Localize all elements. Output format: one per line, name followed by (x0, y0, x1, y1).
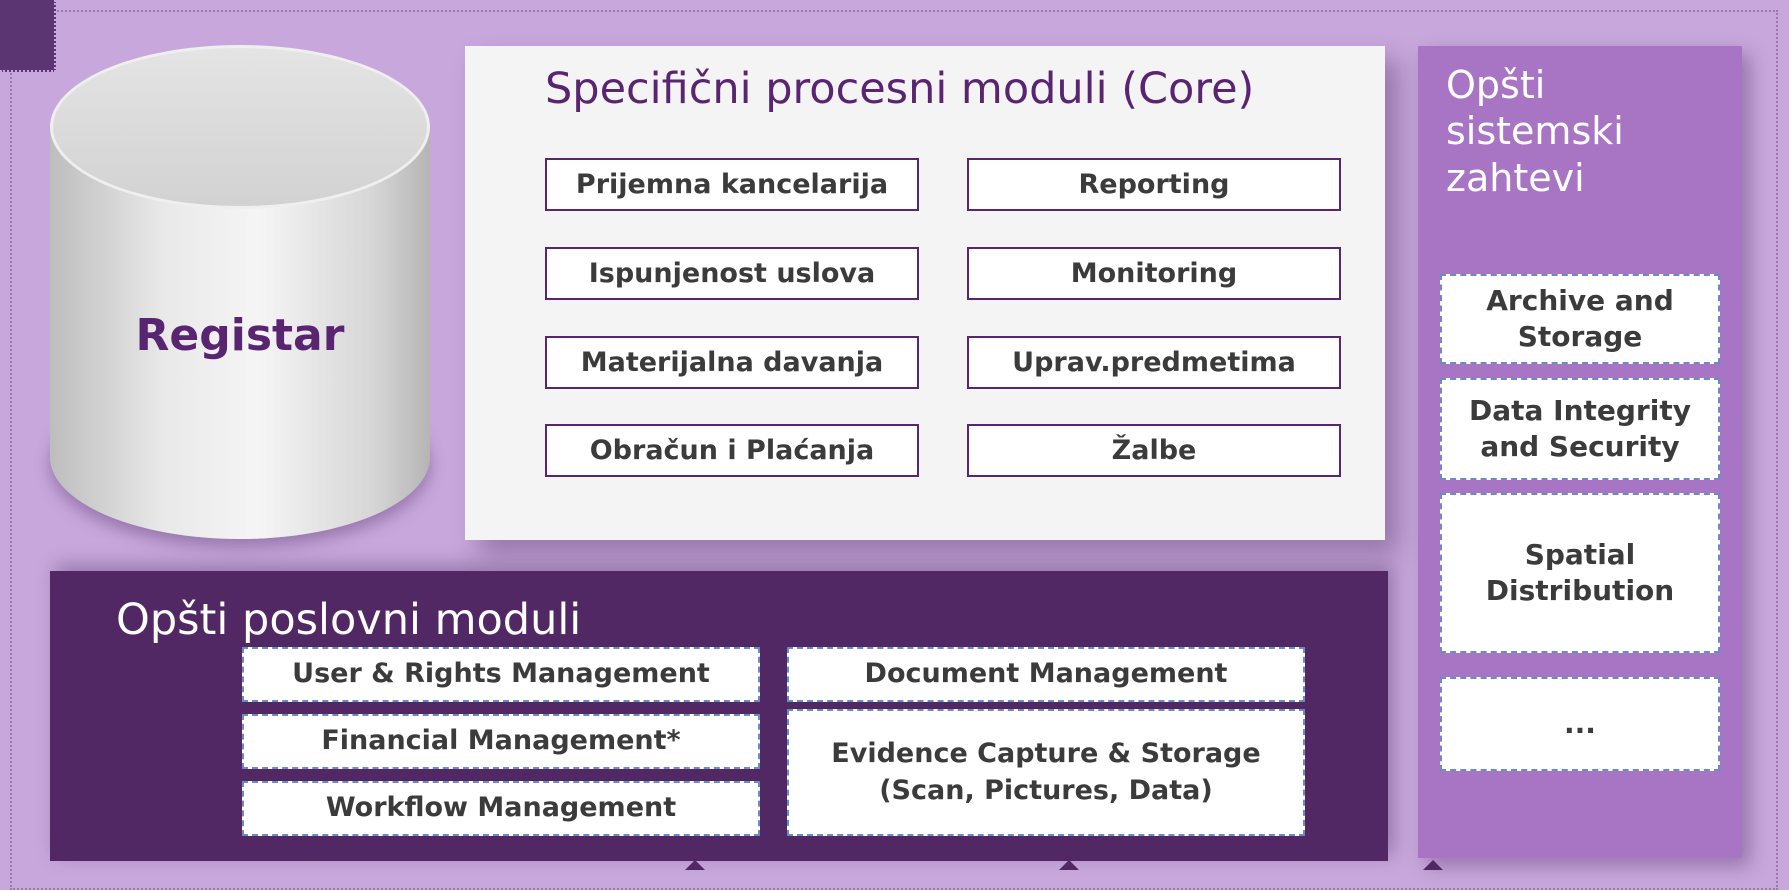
core-module: Reporting (967, 158, 1341, 211)
connector-tick (1059, 860, 1079, 870)
business-title: Opšti poslovni moduli (116, 595, 582, 645)
core-title: Specifični procesni moduli (Core) (545, 64, 1255, 114)
core-modules-panel: Specifični procesni moduli (Core) Prijem… (465, 46, 1385, 540)
business-module: Document Management (787, 647, 1305, 702)
registry-database-icon: Registar (50, 45, 430, 545)
corner-marker (0, 0, 56, 72)
system-module: ... (1440, 677, 1720, 771)
business-modules-panel: Opšti poslovni moduli User & Rights Mana… (50, 571, 1388, 861)
core-module: Prijemna kancelarija (545, 158, 919, 211)
core-module: Obračun i Plaćanja (545, 424, 919, 477)
system-requirements-column: Opšti sistemski zahtevi Archive and Stor… (1418, 46, 1742, 858)
business-module: Financial Management* (242, 714, 760, 769)
system-module: Spatial Distribution (1440, 493, 1720, 653)
business-module: Workflow Management (242, 781, 760, 836)
connector-tick (685, 860, 705, 870)
core-module: Monitoring (967, 247, 1341, 300)
core-module: Materijalna davanja (545, 336, 919, 389)
system-module: Data Integrity and Security (1440, 378, 1720, 480)
business-module: User & Rights Management (242, 647, 760, 702)
system-title: Opšti sistemski zahtevi (1446, 63, 1624, 200)
cylinder-top (50, 45, 430, 209)
core-module: Žalbe (967, 424, 1341, 477)
core-module: Uprav.predmetima (967, 336, 1341, 389)
registry-label: Registar (135, 310, 345, 361)
core-module: Ispunjenost uslova (545, 247, 919, 300)
system-module: Archive and Storage (1440, 274, 1720, 364)
business-module: Evidence Capture & Storage (Scan, Pictur… (787, 709, 1305, 836)
connector-tick (1423, 860, 1443, 870)
